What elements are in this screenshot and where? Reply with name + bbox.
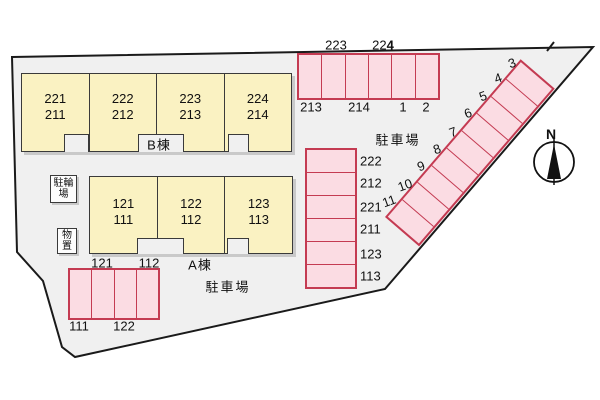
stall-label-112: 112: [138, 255, 160, 271]
stall-label-223: 223: [325, 39, 347, 52]
parking-space: [307, 150, 355, 173]
parking-space: [307, 173, 355, 196]
parking-space: [137, 270, 158, 318]
entrance-notch: [227, 238, 249, 254]
stall-label-113: 113: [360, 268, 381, 284]
stall-label-222: 222: [360, 153, 382, 169]
bicycle-parking-label-line1: 駐輪: [53, 177, 74, 189]
unit-number-lower: 212: [111, 106, 134, 122]
parking-space: [115, 270, 137, 318]
boundary-tick: [546, 41, 555, 52]
unit-number-lower: 213: [179, 106, 202, 122]
parking-column-middle: [305, 148, 357, 289]
bicycle-parking-label-line2: 場: [58, 189, 69, 200]
unit-number-upper: 122: [180, 196, 202, 211]
unit-b-223-213: 223 213: [157, 74, 225, 151]
stall-label-224: 224: [372, 39, 394, 52]
parking-space: [369, 55, 393, 98]
parking-space: [307, 219, 355, 242]
parking-space: [392, 55, 416, 98]
stall-label-2: 2: [422, 99, 430, 115]
unit-b-222-212: 222 212: [90, 74, 157, 151]
storage-label-line1: 物: [62, 229, 72, 241]
unit-number-upper: 121: [112, 196, 135, 211]
unit-a-123-113: 123 113: [225, 177, 292, 253]
unit-number-lower: 113: [248, 212, 270, 227]
parking-space: [299, 55, 323, 98]
entrance-notch: [228, 134, 249, 152]
stall-label-122: 122: [113, 318, 135, 334]
stall-label-bold: 4: [386, 37, 394, 53]
unit-b-224-214: 224 214: [225, 74, 292, 151]
stall-label-111: 111: [69, 318, 89, 334]
parking-row-bottom: [68, 268, 160, 320]
stall-label-text: 22: [372, 37, 387, 53]
parking-space: [346, 55, 369, 98]
north-compass: [533, 139, 575, 185]
unit-a-122-112: 122 112: [158, 177, 226, 253]
stall-label-221: 221: [360, 199, 382, 215]
north-label: N: [545, 126, 557, 142]
parking-space: [322, 55, 346, 98]
parking-space: [307, 242, 355, 265]
unit-number-upper: 123: [247, 196, 270, 211]
parking-area-label-bottom: 駐車場: [205, 279, 251, 295]
building-a-label: A棟: [188, 257, 212, 273]
parking-row-top: [297, 53, 440, 100]
unit-number-upper: 222: [111, 90, 134, 106]
stall-label-text: 223: [325, 37, 347, 53]
stall-label-212: 212: [360, 175, 382, 191]
parking-space: [307, 265, 355, 287]
unit-number-lower: 112: [180, 212, 202, 227]
parking-space: [416, 55, 438, 98]
unit-number-upper: 224: [246, 90, 269, 106]
unit-number-lower: 214: [246, 106, 269, 122]
stall-label-1: 1: [399, 99, 407, 115]
bicycle-parking-box: 駐輪 場: [50, 175, 77, 203]
stall-label-213: 213: [300, 99, 322, 115]
unit-number-upper: 223: [179, 90, 202, 106]
unit-b-221-211: 221 211: [22, 74, 90, 151]
entrance-notch: [137, 238, 184, 254]
storage-label-line2: 置: [62, 241, 72, 252]
parking-area-label-right: 駐車場: [375, 132, 421, 148]
stall-label-214: 214: [348, 99, 370, 115]
stall-label-211: 211: [360, 221, 381, 237]
unit-a-121-111: 121 111: [90, 177, 158, 253]
building-a: 121 111 122 112 123 113: [89, 176, 293, 254]
unit-number-lower: 211: [44, 106, 66, 122]
entrance-notch: [64, 134, 89, 152]
stall-label-121: 121: [91, 255, 113, 271]
stall-label-123: 123: [360, 246, 382, 262]
parking-space: [70, 270, 93, 318]
entrance-notch: [138, 134, 184, 152]
parking-space: [92, 270, 115, 318]
parking-space: [307, 196, 355, 219]
unit-number-upper: 221: [44, 90, 67, 106]
storage-box: 物 置: [57, 228, 77, 254]
building-b: 221 211 222 212 223 213 224 214: [21, 73, 292, 152]
unit-number-lower: 111: [113, 212, 134, 227]
building-b-label: B棟: [147, 137, 171, 153]
